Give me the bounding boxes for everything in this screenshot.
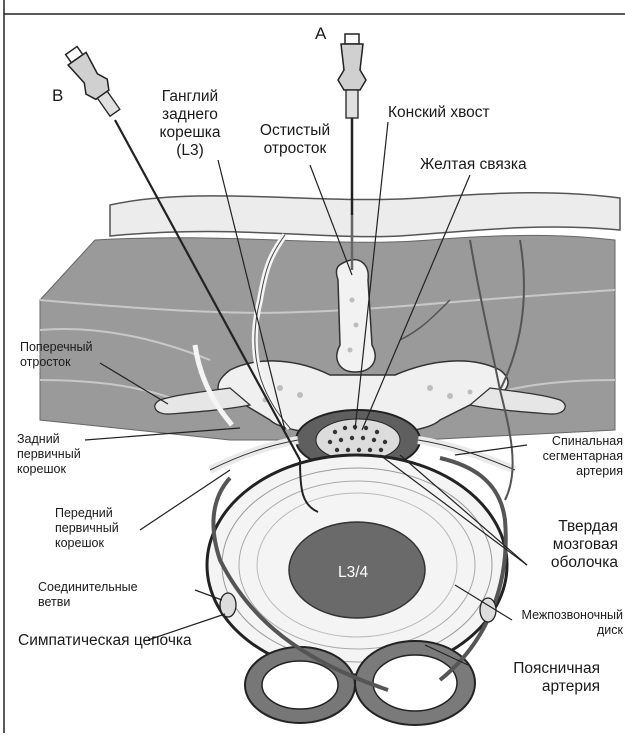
label-cauda-equina: Конский хвост	[388, 104, 490, 122]
label-ganglion: Ганглий заднего корешка (L3)	[150, 88, 230, 160]
needle-a-label: А	[315, 24, 326, 44]
label-communicating-rami: Соединительные ветви	[38, 580, 138, 610]
label-transverse-process: Поперечный отросток	[20, 340, 93, 370]
sympathetic-ganglion-left	[220, 593, 236, 617]
skin-surface	[110, 193, 620, 237]
needle-b-label: В	[52, 86, 63, 106]
label-anterior-root: Передний первичный корешок	[55, 506, 119, 551]
label-segmental-artery: Спинальная сегментарная артерия	[500, 434, 623, 479]
label-dura-mater: Твердая мозговая оболочка	[500, 518, 618, 572]
label-spinous-process: Остистый отросток	[250, 122, 340, 158]
label-intervertebral-disc: Межпозвоночный диск	[478, 608, 623, 638]
label-posterior-root: Задний первичный корешок	[17, 432, 81, 477]
label-sympathetic-chain: Симпатическая цепочка	[18, 632, 192, 650]
label-lumbar-artery: Поясничная артерия	[470, 660, 600, 696]
label-level: L3/4	[338, 564, 368, 582]
label-ligamentum-flavum: Желтая связка	[420, 156, 527, 174]
